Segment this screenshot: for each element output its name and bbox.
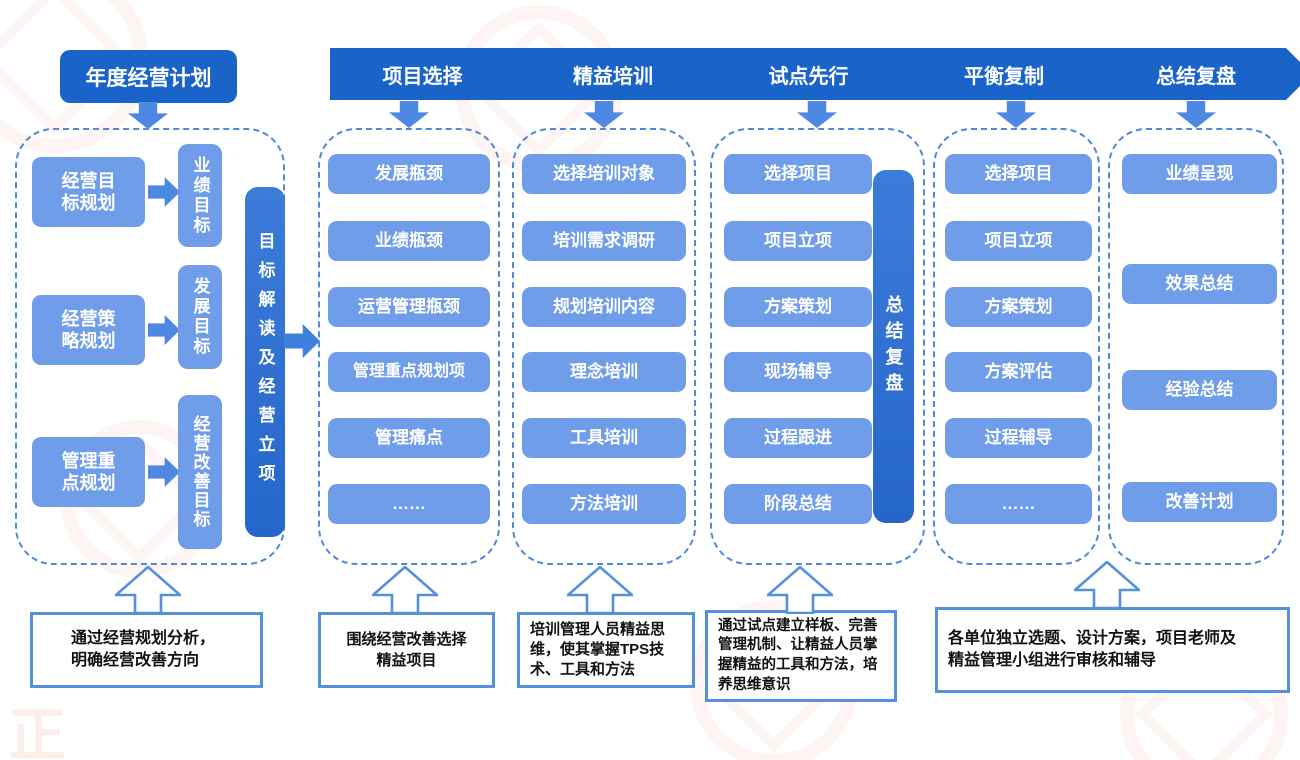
list-item: 方法培训 <box>522 484 686 524</box>
target-item: 业绩目标 <box>178 144 222 247</box>
list-item: 方案策划 <box>724 287 872 327</box>
stage-banner-5: 总结复盘 <box>1086 48 1300 100</box>
note-project-selection: 围绕经营改善选择 精益项目 <box>318 612 495 688</box>
note-lean-training: 培训管理人员精益思 维，使其掌握TPS技 术、工具和方法 <box>517 612 695 688</box>
list-item: 业绩瓶颈 <box>328 221 490 261</box>
down-arrow-icon <box>797 101 837 128</box>
list-item: 现场辅导 <box>724 352 872 392</box>
list-item: 管理重点规划项 <box>328 352 490 392</box>
list-item: 管理痛点 <box>328 418 490 458</box>
watermark-text: 正 <box>8 703 67 760</box>
list-item: …… <box>945 484 1092 524</box>
stage-banner-2: 精益培训 <box>500 48 732 100</box>
panel-project-selection: 发展瓶颈 业绩瓶颈 运营管理瓶颈 管理重点规划项 管理痛点 …… <box>318 128 500 565</box>
panel-lean-training: 选择培训对象 培训需求调研 规划培训内容 理念培训 工具培训 方法培训 <box>512 128 696 565</box>
target-item: 发展目标 <box>178 265 222 369</box>
list-item: 运营管理瓶颈 <box>328 287 490 327</box>
list-item: 经验总结 <box>1122 370 1277 410</box>
plan-item: 经营策 略规划 <box>32 295 145 365</box>
plan-item: 经营目 标规划 <box>32 157 145 227</box>
stage-banner-4: 平衡复制 <box>891 48 1123 100</box>
down-arrow-icon <box>584 101 624 128</box>
panel-pilot-first: 选择项目 项目立项 方案策划 现场辅导 过程跟进 阶段总结 总结复盘 <box>710 128 925 565</box>
list-item: 过程跟进 <box>724 418 872 458</box>
up-arrow-icon <box>767 566 833 614</box>
list-item: 业绩呈现 <box>1122 154 1277 194</box>
list-item: 选择培训对象 <box>522 154 686 194</box>
up-arrow-icon <box>567 566 633 614</box>
note-pilot-first: 通过试点建立样板、完善 管理机制、让精益人员掌 握精益的工具和方法，培 养思维意… <box>705 610 897 702</box>
list-item: 过程辅导 <box>945 418 1092 458</box>
list-item: 阶段总结 <box>724 484 872 524</box>
list-item: …… <box>328 484 490 524</box>
right-arrow-icon <box>148 457 180 487</box>
list-item: 方案评估 <box>945 352 1092 392</box>
list-item: 选择项目 <box>945 154 1092 194</box>
right-arrow-icon <box>148 177 180 207</box>
panel-balanced-replication: 选择项目 项目立项 方案策划 方案评估 过程辅导 …… <box>933 128 1100 565</box>
down-arrow-icon <box>1176 101 1216 128</box>
stage-banner-3: 试点先行 <box>695 48 928 100</box>
right-arrow-icon <box>148 315 180 345</box>
list-item: 规划培训内容 <box>522 287 686 327</box>
panel-summary-review: 业绩呈现 效果总结 经验总结 改善计划 <box>1108 128 1284 565</box>
down-arrow-icon <box>128 102 168 129</box>
list-item: 理念培训 <box>522 352 686 392</box>
list-item: 工具培训 <box>522 418 686 458</box>
right-arrow-icon <box>284 324 320 358</box>
annual-plan-title: 年度经营计划 <box>60 50 237 103</box>
note-replication-review: 各单位独立选题、设计方案，项目老师及 精益管理小组进行审核和辅导 <box>935 607 1290 693</box>
up-arrow-icon <box>115 566 181 614</box>
up-arrow-icon <box>1074 561 1140 609</box>
stage-banner-1: 项目选择 <box>330 48 535 100</box>
list-item: 培训需求调研 <box>522 221 686 261</box>
goal-breakdown-bar: 目标解读及经营立项 <box>245 187 285 537</box>
summary-review-bar: 总结复盘 <box>873 170 914 523</box>
list-item: 选择项目 <box>724 154 872 194</box>
list-item: 项目立项 <box>945 221 1092 261</box>
panel-annual-plan: 经营目 标规划 业绩目标 经营策 略规划 发展目标 管理重 点规划 经营改善目标… <box>15 128 285 565</box>
list-item: 发展瓶颈 <box>328 154 490 194</box>
down-arrow-icon <box>996 101 1036 128</box>
list-item: 方案策划 <box>945 287 1092 327</box>
up-arrow-icon <box>372 566 438 614</box>
plan-item: 管理重 点规划 <box>32 437 145 507</box>
down-arrow-icon <box>389 101 429 128</box>
list-item: 效果总结 <box>1122 264 1277 304</box>
list-item: 项目立项 <box>724 221 872 261</box>
target-item: 经营改善目标 <box>178 395 222 549</box>
list-item: 改善计划 <box>1122 482 1277 522</box>
note-annual-plan: 通过经营规划分析， 明确经营改善方向 <box>30 612 263 688</box>
